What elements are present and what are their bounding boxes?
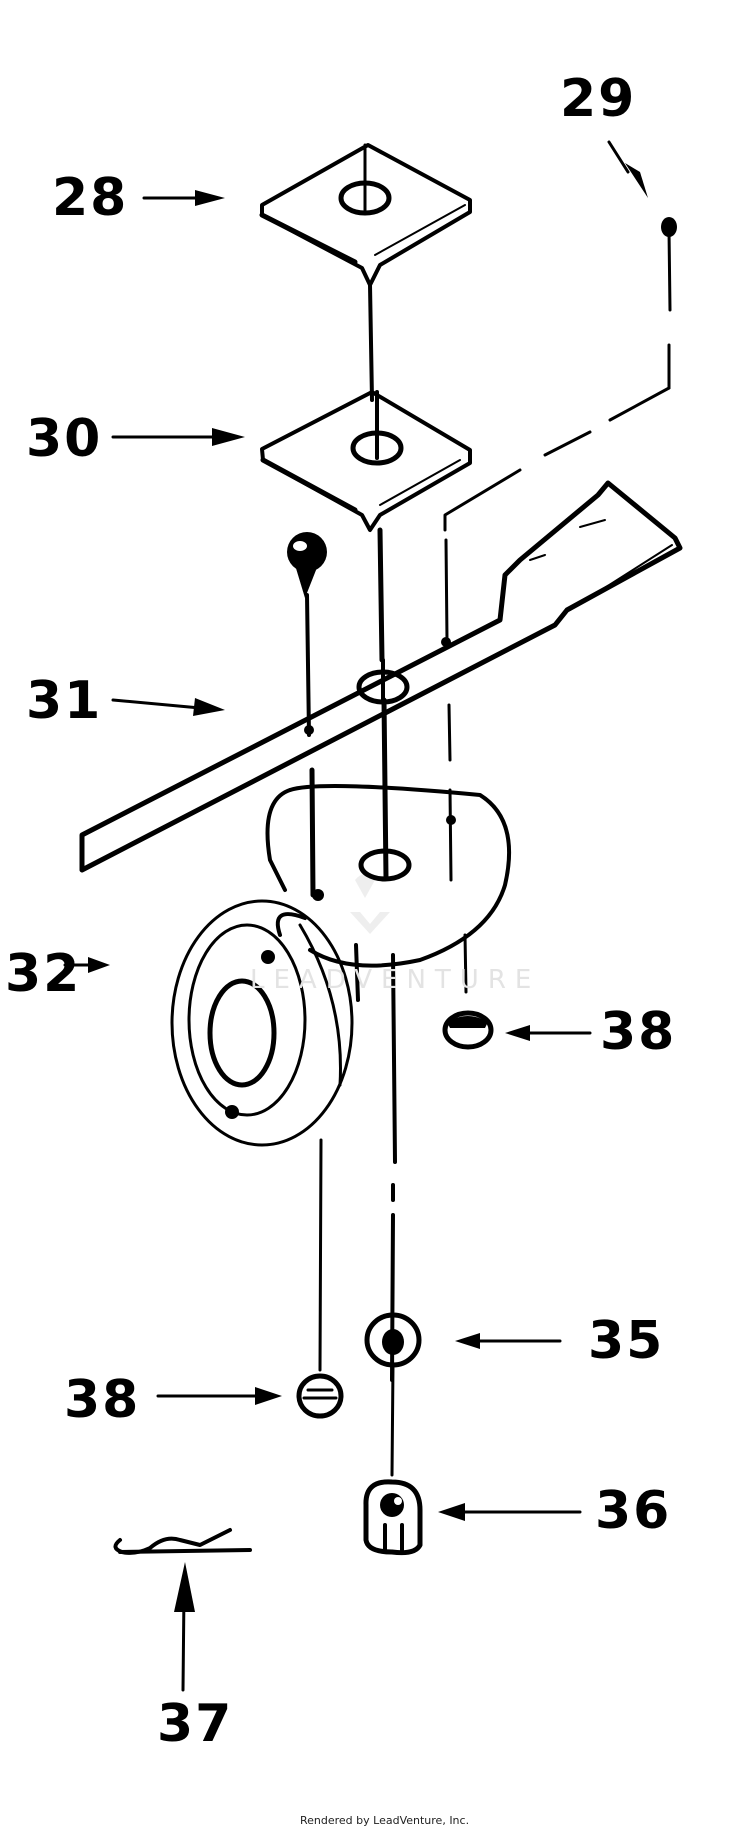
part-31-blade: [79, 480, 683, 873]
arrow-38-right-head-icon: [505, 1025, 530, 1041]
callout-label-38-left: 38: [64, 1370, 141, 1430]
footer-credit: Rendered by LeadVenture, Inc.: [300, 1814, 470, 1827]
arrow-37-head-icon: [174, 1562, 195, 1612]
part-32-pulley: [170, 899, 354, 1147]
arrow-31-head-icon: [193, 698, 225, 716]
watermark-logo-icon: [350, 874, 390, 934]
arrow-28-head-icon: [195, 190, 225, 206]
callout-label-29: 29: [560, 69, 637, 129]
pulley-bolt-line: [318, 1138, 323, 1372]
arrow-36-head-icon: [438, 1503, 465, 1521]
callout-label-38-right: 38: [600, 1002, 677, 1062]
arrow-29: [607, 140, 630, 174]
part-30-plate: [260, 390, 472, 663]
arrow-31: [111, 698, 202, 710]
callout-label-37: 37: [157, 1694, 234, 1754]
arrow-32-head-icon: [88, 957, 110, 973]
part-35-washer: [364, 1312, 422, 1368]
arrow-35-head-icon: [455, 1333, 480, 1349]
part-36-castle-nut: [363, 1479, 423, 1556]
callout-label-30: 30: [26, 409, 103, 469]
arrow-38-left-head-icon: [255, 1387, 282, 1405]
callout-label-31: 31: [26, 671, 103, 731]
part-28-plate: [259, 143, 472, 402]
callout-arrows: [63, 140, 648, 1692]
arrow-29-head-icon: [625, 163, 648, 198]
callout-label-28: 28: [52, 168, 129, 228]
callout-label-36: 36: [595, 1481, 672, 1541]
watermark-text: LEADVENTURE: [250, 965, 541, 995]
part-37-cotter-pin: [113, 1528, 252, 1555]
part-38-nut-right: [442, 1010, 494, 1050]
blade-bolt: [287, 532, 327, 901]
part-29-bolt: [441, 217, 677, 882]
part-38-nut-left: [296, 1373, 344, 1419]
arrow-30-head-icon: [212, 428, 245, 446]
callout-label-32: 32: [5, 944, 82, 1004]
spindle-axis-line: [390, 953, 397, 1477]
callout-label-35: 35: [588, 1311, 665, 1371]
blade-adapter-disc: [265, 697, 512, 1002]
